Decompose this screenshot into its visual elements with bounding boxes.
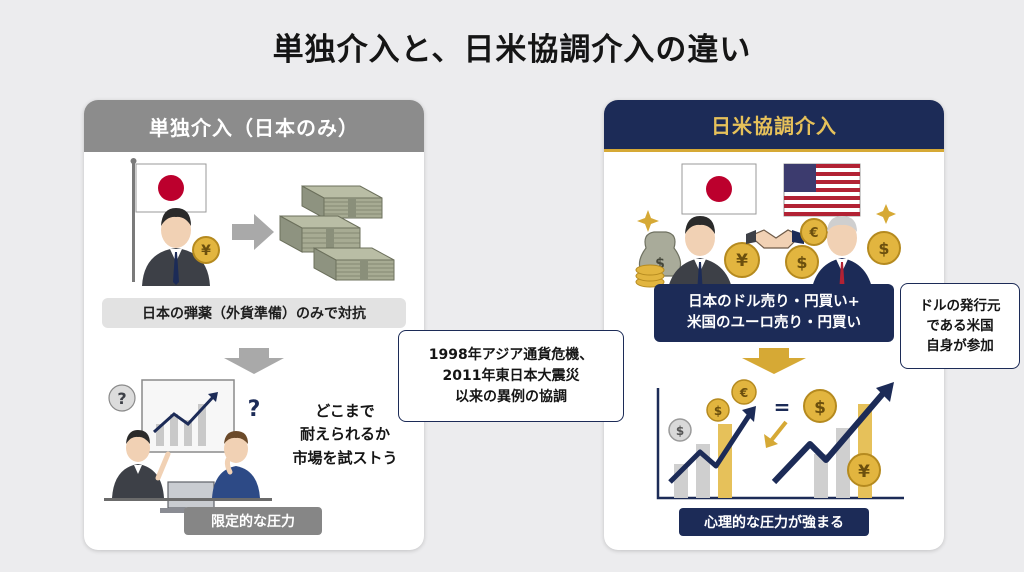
yen-coin-icon: ¥: [724, 242, 760, 278]
trader-right-icon: [212, 431, 260, 498]
euro-coin-icon: €: [731, 379, 757, 405]
callout-line: 自身が参加: [926, 338, 994, 355]
us-participation-callout: ドルの発行元 である米国 自身が参加: [900, 283, 1020, 369]
sparkle-icon: [876, 204, 896, 224]
svg-text:?: ?: [117, 389, 126, 408]
yen-coin-icon: ¥: [847, 453, 881, 487]
svg-text:$: $: [714, 404, 722, 418]
cash-stack-icon: [279, 185, 395, 281]
joint-intervention-illustration: $ ¥ € $: [635, 163, 904, 500]
svg-text:$: $: [878, 239, 889, 258]
sparkle-icon: [637, 210, 659, 232]
japan-flag-icon: [681, 163, 757, 215]
dollar-coin-icon: $: [785, 245, 819, 279]
solo-intervention-heading: 単独介入（日本のみ）: [84, 100, 424, 152]
callout-line: である米国: [926, 317, 994, 334]
solo-intervention-card: 単独介入（日本のみ） ¥: [84, 100, 424, 550]
callout-line: 1998年アジア通貨危機、: [428, 346, 594, 363]
trader-left-icon: [112, 430, 171, 498]
market-test-text: どこまで 耐えられるか 市場を試ストう: [280, 400, 410, 470]
desk-divider: [104, 498, 272, 501]
svg-text:€: €: [739, 386, 748, 400]
euro-coin-icon: €: [800, 218, 828, 246]
market-test-line: 耐えられるか: [299, 425, 390, 444]
chart-board-icon: [141, 379, 235, 453]
svg-text:¥: ¥: [736, 251, 748, 271]
callout-line: 2011年東日本大震災: [442, 367, 580, 384]
limited-pressure-badge: 限定的な圧力: [184, 507, 322, 535]
dollar-coin-icon: $: [803, 389, 837, 423]
japan-flag-icon: [130, 158, 207, 282]
us-flag-icon: [783, 163, 861, 217]
svg-text:¥: ¥: [201, 243, 211, 259]
joint-strategy-line: 米国のユーロ売り・円買い: [687, 315, 861, 331]
down-arrow-icon: [742, 348, 806, 374]
historical-context-callout: 1998年アジア通貨危機、 2011年東日本大震災 以来の異例の協調: [398, 330, 624, 422]
svg-text:€: €: [808, 226, 818, 241]
equals-sign: =: [774, 395, 791, 419]
joint-intervention-card: 日米協調介入 $: [604, 100, 944, 550]
svg-text:¥: ¥: [858, 462, 870, 482]
joint-strategy-line: 日本のドル売り・円買い+: [688, 293, 860, 310]
solo-strategy-label: 日本の弾薬（外貨準備）のみで対抗: [102, 298, 406, 328]
right-arrow-icon: [232, 214, 274, 250]
businessman-icon: [142, 208, 210, 286]
yen-coin-icon: ¥: [192, 236, 220, 264]
market-test-line: どこまで: [315, 402, 375, 420]
market-test-line: 市場を試ストう: [292, 448, 398, 467]
handshake-icon: [746, 229, 804, 249]
svg-text:$: $: [676, 424, 684, 438]
dollar-coin-icon: $: [706, 398, 730, 422]
dollar-coin-icon: $: [867, 231, 901, 265]
solo-intervention-illustration: ¥: [104, 158, 395, 513]
growth-chart-icon: [656, 382, 904, 500]
callout-line: 以来の異例の協調: [455, 388, 567, 405]
down-arrow-icon: [224, 348, 284, 374]
svg-text:$: $: [796, 253, 807, 272]
dollar-coin-icon: $: [668, 418, 692, 442]
question-mark-icon: ?: [248, 397, 261, 422]
svg-text:$: $: [814, 398, 826, 418]
svg-text:$: $: [655, 256, 665, 272]
question-bubble-icon: ?: [108, 384, 136, 412]
joint-intervention-heading: 日米協調介入: [604, 100, 944, 152]
joint-strategy-label: 日本のドル売り・円買い+ 米国のユーロ売り・円買い: [654, 284, 894, 342]
page-title: 単独介入と、日米協調介入の違い: [272, 32, 752, 68]
svg-text:?: ?: [248, 397, 261, 422]
strong-pressure-badge: 心理的な圧力が強まる: [679, 508, 869, 536]
callout-line: ドルの発行元: [919, 297, 1001, 314]
